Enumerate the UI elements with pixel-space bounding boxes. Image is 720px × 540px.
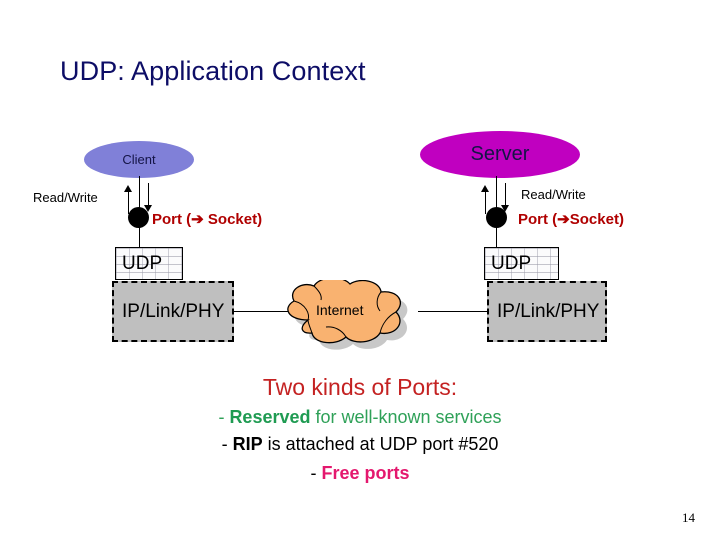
server-read-arrow-shaft [485, 190, 486, 214]
server-port-label-prefix: Port ( [518, 211, 558, 228]
server-ip-link-phy-box: IP/Link/PHY [487, 281, 607, 342]
notes-line-free-row: - Free ports [0, 463, 720, 484]
page-title: UDP: Application Context [60, 56, 366, 86]
notes-free-dash: - [310, 463, 322, 483]
server-port-dot-icon [486, 207, 507, 228]
server-udp-box: UDP [484, 247, 559, 280]
notes-rip-bold: RIP [232, 434, 263, 454]
client-ip-link-phy-label: IP/Link/PHY [122, 300, 225, 322]
client-port-label-suffix: Socket) [203, 211, 263, 228]
notes-line-reserved-row: - Reserved for well-known services [0, 407, 720, 428]
notes-rip-dash: - [221, 434, 233, 454]
client-read-write-label: Read/Write [33, 190, 98, 205]
server-read-arrow-head-icon [481, 185, 489, 192]
brick-texture-icon [485, 248, 558, 279]
server-read-write-label: Read/Write [521, 187, 586, 202]
notes-line-reserved: - Reserved for well-known services [0, 407, 720, 428]
server-node-label: Server [470, 143, 530, 165]
client-node: Client [84, 141, 194, 178]
page-number: 14 [682, 510, 695, 525]
client-port-label: Port (➔ Socket) [152, 210, 262, 228]
notes-reserved-dash: - [218, 407, 230, 427]
server-udp-label: UDP [491, 252, 532, 274]
server-node: Server [420, 131, 580, 178]
notes-reserved-bold: Reserved [229, 407, 311, 427]
notes-block: Two kinds of Ports: [0, 374, 720, 401]
notes-rip-rest: is attached at UDP port #520 [262, 434, 499, 454]
client-udp-label: UDP [122, 252, 163, 274]
client-write-arrow-shaft [148, 183, 149, 207]
client-write-arrow-head-icon [144, 205, 152, 212]
notes-line-rip: - RIP is attached at UDP port #520 [0, 434, 720, 455]
internet-cloud-label: Internet [316, 302, 364, 318]
client-ip-link-phy-box: IP/Link/PHY [112, 281, 234, 342]
internet-cloud: Internet [276, 277, 436, 356]
internet-cloud-shape-icon [287, 277, 408, 350]
client-port-dot-icon [128, 207, 149, 228]
client-node-label: Client [122, 152, 156, 167]
client-to-internet-link [234, 311, 290, 312]
server-write-arrow-shaft [505, 183, 506, 207]
server-ip-link-phy-label: IP/Link/PHY [497, 300, 600, 322]
client-udp-box: UDP [115, 247, 183, 280]
server-port-label-suffix: Socket) [569, 211, 624, 228]
notes-reserved-rest: for well-known services [310, 407, 502, 427]
client-port-label-prefix: Port ( [152, 211, 192, 228]
internet-to-server-link [418, 311, 487, 312]
client-port-arrow-icon: ➔ [191, 211, 204, 228]
brick-texture-icon [116, 248, 182, 279]
notes-line-free: - Free ports [0, 463, 720, 484]
notes-line-rip-row: - RIP is attached at UDP port #520 [0, 434, 720, 455]
server-port-to-udp-line [496, 227, 497, 248]
notes-free-bold: Free ports [321, 463, 410, 483]
server-write-arrow-head-icon [501, 205, 509, 212]
client-read-arrow-shaft [128, 190, 129, 214]
server-port-label: Port (➔Socket) [518, 210, 624, 228]
server-ellipse-to-port-line [496, 176, 497, 218]
client-ellipse-to-port-line [139, 176, 140, 218]
client-port-to-udp-line [139, 227, 140, 248]
notes-heading: Two kinds of Ports: [262, 374, 458, 400]
client-read-arrow-head-icon [124, 185, 132, 192]
server-port-arrow-icon: ➔ [557, 211, 570, 228]
